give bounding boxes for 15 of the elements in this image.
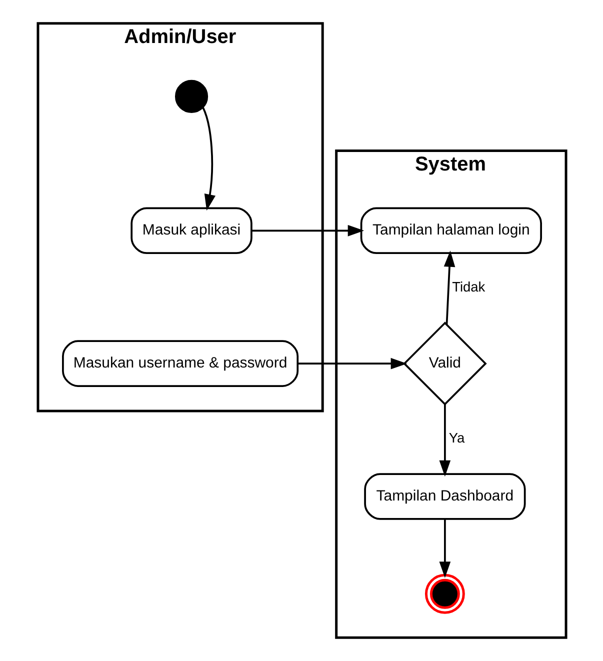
node-box: Tampilan Dashboard [364,473,526,520]
arrow [251,224,364,236]
node-box: Tampilan halaman login [360,207,542,254]
node-circle [174,80,208,113]
edge-label: Ya [448,430,464,446]
edge-label: Tidak [452,280,485,295]
node-circle [424,574,464,614]
arrow [443,250,455,324]
arrow [298,358,407,370]
node-diamond: Valid [402,322,486,406]
node-box: Masuk aplikasi [130,207,252,254]
node-box: Masukan username & password [62,340,298,387]
arrow [438,519,450,578]
arrow [438,404,450,477]
arrow [202,107,216,211]
